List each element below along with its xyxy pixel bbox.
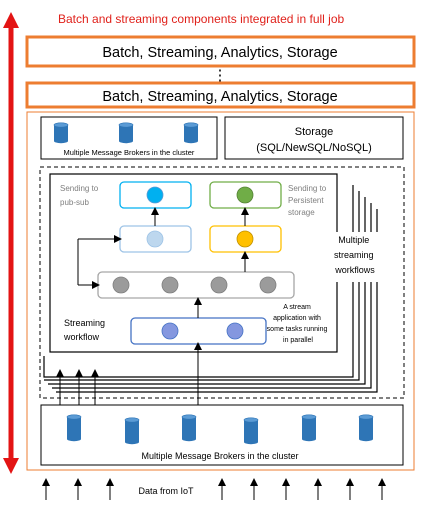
- cylinder-icon: [243, 417, 259, 445]
- layer-ellipsis: ⋮: [213, 67, 228, 84]
- bottom-brokers-box: [40, 404, 404, 466]
- data-from-iot-label: Data from IoT: [138, 486, 194, 496]
- cylinder-icon: [358, 414, 374, 442]
- pubsub-process-node: [146, 230, 164, 248]
- full-job-container: [26, 111, 415, 471]
- sending-persistent-label: Sending to Persistent storage: [288, 184, 329, 217]
- workflows-label-bg: [330, 232, 380, 282]
- storage-process-node: [236, 230, 254, 248]
- cylinder-icon: [124, 417, 140, 445]
- red-double-arrow: [3, 12, 19, 474]
- cylinder-icon: [53, 122, 69, 144]
- parallel-task-node: [112, 276, 130, 294]
- storage-title: Storage: [295, 126, 334, 138]
- cylinder-icon: [183, 122, 199, 144]
- layer-box-bottom: [25, 81, 416, 109]
- cylinder-icon: [118, 122, 134, 144]
- top-broker-cylinders: [53, 122, 199, 144]
- source-task-node: [161, 322, 179, 340]
- dashed-workflows-region: [39, 166, 405, 399]
- pubsub-node: [146, 186, 164, 204]
- source-task-node: [226, 322, 244, 340]
- parallel-task-node: [259, 276, 277, 294]
- sending-pubsub-label: Sending to pub-sub: [60, 184, 101, 207]
- stream-app-label: A stream application with some tasks run…: [267, 304, 330, 344]
- storage-subtitle: (SQL/NewSQL/NoSQL): [256, 142, 372, 154]
- broker-to-workflow-arrows: [56, 342, 202, 405]
- internal-flow-arrows: [77, 207, 249, 318]
- iot-input-arrows: [42, 478, 386, 500]
- top-brokers-label: Multiple Message Brokers in the cluster: [64, 148, 195, 157]
- bottom-broker-cylinders: [66, 414, 374, 445]
- layer-box-top: [25, 35, 416, 68]
- storage-sink-node: [236, 186, 254, 204]
- cylinder-icon: [301, 414, 317, 442]
- source-tasks-box: [130, 317, 267, 345]
- parallel-task-node: [161, 276, 179, 294]
- diagram-title: Batch and streaming components integrate…: [58, 12, 344, 26]
- parallel-task-node: [210, 276, 228, 294]
- multiple-workflows-label: Multiple streaming workflows: [334, 235, 376, 275]
- layer-label-bottom: Batch, Streaming, Analytics, Storage: [102, 89, 337, 105]
- bottom-brokers-label: Multiple Message Brokers in the cluster: [141, 451, 298, 461]
- storage-box: [224, 116, 404, 160]
- layer-label-top: Batch, Streaming, Analytics, Storage: [102, 45, 337, 61]
- cylinder-icon: [181, 414, 197, 442]
- streaming-workflow-label: Streaming workflow: [63, 318, 108, 342]
- cylinder-icon: [66, 414, 82, 442]
